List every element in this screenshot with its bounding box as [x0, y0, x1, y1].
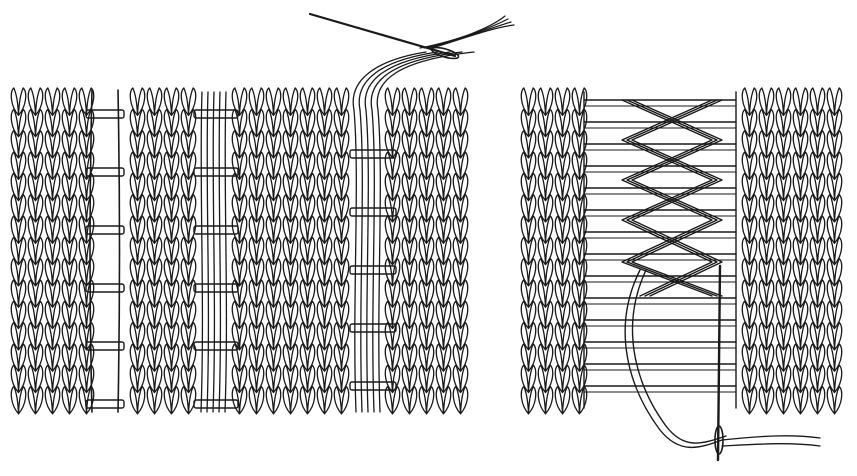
knit-stitch — [147, 88, 161, 115]
knit-stitch — [827, 88, 841, 115]
knit-stitch — [742, 88, 756, 115]
knit-stitch — [759, 88, 773, 115]
needle-icon — [310, 14, 514, 61]
knit-stitch — [300, 88, 314, 115]
ladder-rung — [194, 226, 238, 234]
knit-stitch — [266, 88, 280, 115]
knit-stitch — [385, 88, 399, 115]
ladder-channel — [584, 92, 736, 408]
yarn-strands — [194, 92, 238, 412]
cross-lacing — [622, 100, 722, 296]
knit-stitch — [130, 88, 144, 115]
left-knit-panel — [11, 52, 474, 414]
needle-icon — [625, 266, 820, 460]
knit-stitch — [62, 88, 76, 115]
knit-stitch — [45, 88, 59, 115]
ladder-rung — [194, 342, 238, 350]
knit-stitch — [164, 88, 178, 115]
knit-stitch — [11, 88, 25, 115]
ladder-rung — [350, 208, 396, 216]
knit-stitch — [555, 88, 569, 115]
knit-stitch — [793, 88, 807, 115]
ladder-rung — [194, 110, 238, 118]
knit-stitch — [232, 88, 246, 115]
ladder-rung — [194, 284, 238, 292]
knit-stitch — [453, 88, 467, 115]
ladder-rung — [194, 168, 238, 176]
knit-stitch — [810, 88, 824, 115]
ladder-rung — [86, 284, 124, 292]
knit-stitch — [28, 88, 42, 115]
knit-stitch — [334, 88, 348, 115]
knit-stitch — [283, 88, 297, 115]
ladder-channel — [86, 90, 124, 412]
knit-stitch — [776, 88, 790, 115]
knit-stitch — [249, 88, 263, 115]
knit-stitch — [317, 88, 331, 115]
knit-stitch — [538, 88, 552, 115]
knit-stitch — [419, 88, 433, 115]
right-knit-panel — [521, 88, 841, 414]
knit-stitch — [521, 88, 535, 115]
knit-stitch — [402, 88, 416, 115]
knit-stitch — [436, 88, 450, 115]
